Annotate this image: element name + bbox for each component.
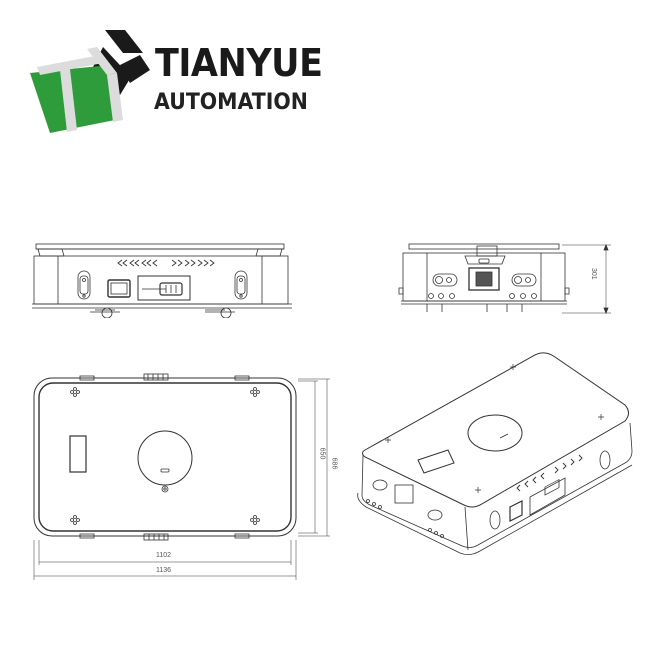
dim-inner-width: 1102 (156, 552, 172, 559)
handle-right-icon (234, 270, 248, 300)
brand-name: TIANYUE (155, 41, 323, 85)
top-view-drawing (33, 373, 330, 580)
mounting-holes-icon (70, 387, 260, 525)
display-screen-icon (107, 279, 131, 298)
dim-outer-height: 686 (330, 457, 338, 470)
front-view-drawing (32, 243, 292, 318)
lift-disk-icon (137, 430, 193, 493)
charging-port-icon (468, 267, 500, 291)
handle-left-icon (77, 270, 91, 300)
charging-port-icon (394, 484, 414, 504)
dim-inner-height: 650 (318, 447, 326, 460)
socket-right-icon (511, 273, 537, 287)
chevron-arrows-icon (516, 454, 583, 492)
dim-outer-width: 1136 (156, 567, 172, 574)
chevron-arrows-icon (117, 259, 215, 267)
socket-icon (372, 479, 443, 521)
display-panel-icon (69, 435, 87, 473)
display-panel-icon (417, 449, 455, 474)
handle-icon (489, 450, 611, 530)
socket-left-icon (432, 273, 458, 287)
tianyue-logo-icon (30, 30, 150, 133)
lift-disk-icon (467, 414, 523, 452)
isometric-view-drawing (357, 352, 633, 555)
dim-side-height: 301 (590, 268, 597, 280)
connector-icon (159, 282, 183, 296)
mounting-holes-icon (385, 364, 604, 493)
connector-icon (529, 477, 566, 516)
side-view-drawing (398, 243, 611, 315)
brand-tagline: AUTOMATION (154, 90, 308, 115)
